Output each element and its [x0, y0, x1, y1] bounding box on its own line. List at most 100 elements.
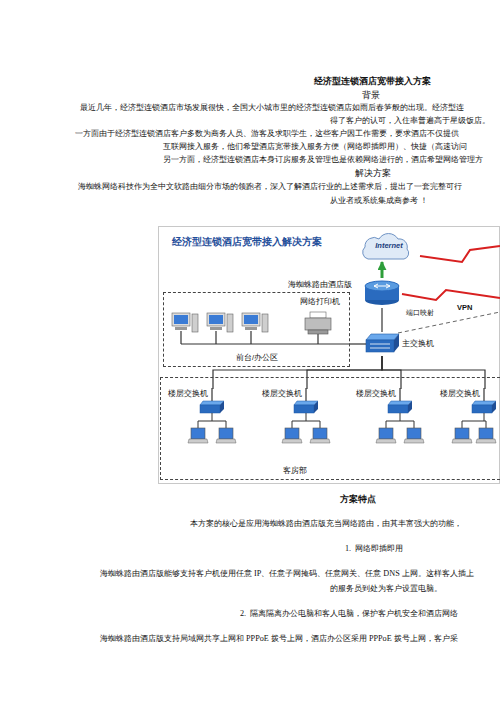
- node-label: 主交换机: [402, 339, 434, 349]
- body-line: 的服务员到处为客户设置电脑。: [330, 584, 442, 594]
- switch-icon: [200, 401, 224, 405]
- connectors: [213, 262, 485, 389]
- laptop-screen: [407, 428, 421, 439]
- list-heading: 1. 网络即插即用: [345, 544, 403, 554]
- body-line: 海蜘蛛路由酒店版能够支持客户机使用任意 IP、任意子网掩码、任意网关、任意 DN…: [100, 569, 474, 579]
- pc-tower: [262, 314, 268, 332]
- switch-icon: [366, 340, 394, 352]
- node-label: 海蜘蛛路由酒店版: [288, 280, 352, 290]
- laptop-screen: [479, 428, 493, 439]
- switch-icon: [294, 405, 314, 413]
- switch-icon: [388, 401, 412, 405]
- pc-wire: [180, 331, 181, 344]
- switch-ports: [370, 344, 390, 348]
- laptop-base: [452, 439, 472, 443]
- body-line: 最近几年，经济型连锁酒店市场发展很快，全国大小城市里的经济型连锁酒店如雨后春笋般…: [80, 103, 464, 113]
- body-line: 海蜘蛛网络科技作为全中文软路由细分市场的领跑者，深入了解酒店行业的上述需求后，提…: [78, 182, 462, 192]
- switch-icon: [294, 401, 318, 405]
- pc-monitor: [242, 313, 260, 326]
- switch-icon: [408, 401, 412, 413]
- floor-switch: 楼层交换机: [167, 389, 225, 417]
- list-heading: 2. 隔离隔离办公电脑和客人电脑，保护客户机安全和酒店网络: [240, 609, 458, 619]
- floor-switch: 楼层交换机: [439, 389, 497, 417]
- laptop-base: [404, 439, 424, 443]
- switch-icon: [472, 405, 492, 413]
- uplink-arrow: [381, 262, 384, 278]
- switch-icon: [472, 401, 496, 405]
- wan-link: [420, 246, 500, 262]
- pc-base: [210, 327, 222, 330]
- pc-base: [175, 327, 187, 330]
- switch-wire: [483, 388, 484, 401]
- guest-zone: 客房部 楼层交换机 楼层交换机 楼层交换机 楼层交换机: [160, 377, 500, 480]
- pc-wire: [250, 331, 251, 344]
- pc-screen: [174, 315, 188, 324]
- laptop-wire: [198, 413, 226, 428]
- switch-wire: [211, 388, 212, 401]
- pc-base: [245, 327, 257, 330]
- node-label: Internet: [358, 241, 420, 251]
- link-label: 端口映射: [405, 309, 435, 318]
- network-cable: [307, 356, 382, 389]
- body-line: 一方面由于经济型连锁酒店客户多数为商务人员、游客及求职学生，这些客户因工作需要，…: [75, 129, 459, 139]
- laptop-screen: [313, 428, 327, 439]
- pc-screen: [209, 315, 223, 324]
- body-line: 海蜘蛛路由酒店版支持局域网共享上网和 PPPoE 拨号上网，酒店办公区采用 PP…: [100, 634, 458, 644]
- printer-wire: [317, 334, 318, 344]
- switch-icon: [220, 401, 224, 413]
- switch-wire: [305, 388, 306, 401]
- figure-title: 经济型连锁酒店宽带接入解决方案: [172, 236, 322, 248]
- node-label: 网络打印机: [300, 297, 340, 307]
- pc-wire: [215, 331, 216, 344]
- laptop-base: [376, 439, 396, 443]
- laptop-base: [282, 439, 302, 443]
- network-cable: [350, 343, 366, 344]
- repeated-icons: [172, 313, 496, 443]
- section-heading: 方案特点: [340, 494, 376, 505]
- laptop-screen: [379, 428, 393, 439]
- printer-icon: [305, 318, 331, 330]
- body-line: 本方案的核心是应用海蜘蛛路由酒店版充当网络路由，由其丰富强大的功能，: [190, 519, 462, 529]
- node-label: 楼层交换机: [262, 389, 302, 399]
- laptop-wire: [462, 413, 486, 428]
- switch-icon: [388, 405, 408, 413]
- pc-monitor: [172, 313, 190, 326]
- pc-screen: [244, 315, 258, 324]
- page-title: 经济型连锁酒店宽带接入方案: [314, 76, 431, 87]
- switch-icon: [492, 401, 496, 413]
- laptop-base: [310, 439, 330, 443]
- switch-wire: [399, 388, 400, 401]
- floor-switch: 楼层交换机: [355, 389, 413, 417]
- laptop-wire: [386, 413, 414, 428]
- body-line: 从业者或系统集成商参考 ！: [330, 196, 428, 206]
- section-heading: 背景: [362, 90, 380, 101]
- laptop-base: [476, 439, 496, 443]
- body-line: 另一方面，经济型连锁酒店本身订房服务及管理也是依赖网络进行的，酒店希望网络管理方: [163, 155, 483, 165]
- pc-tower: [227, 314, 233, 332]
- network-cable: [382, 356, 485, 389]
- main-switch: 主交换机: [366, 332, 444, 356]
- router-arrows: [374, 284, 390, 288]
- node-label: 楼层交换机: [168, 389, 208, 399]
- network-cable: [381, 308, 382, 332]
- node-label: 前台/办公区: [236, 353, 278, 363]
- laptop-screen: [285, 428, 299, 439]
- internet-cloud: Internet: [358, 232, 420, 262]
- vpn-link: [402, 290, 500, 300]
- network-cable: [382, 356, 401, 389]
- laptop-base: [188, 439, 208, 443]
- laptop-screen: [455, 428, 469, 439]
- figure-frame: [159, 227, 500, 484]
- printer-tray: [308, 330, 328, 334]
- switch-icon: [394, 334, 399, 352]
- switch-icon: [366, 334, 399, 340]
- printer-paper: [310, 312, 326, 318]
- body-line: 互联网接入服务，他们希望酒店宽带接入服务方便（网络即插即用）、快捷（高速访问: [163, 142, 467, 152]
- node-label: 客房部: [283, 466, 307, 476]
- node-label: 楼层交换机: [356, 389, 396, 399]
- pc-tower: [192, 314, 198, 332]
- laptop-wire: [292, 413, 320, 428]
- link-label: VPN: [456, 303, 473, 312]
- switch-icon: [314, 401, 318, 413]
- router-icon: [365, 281, 399, 291]
